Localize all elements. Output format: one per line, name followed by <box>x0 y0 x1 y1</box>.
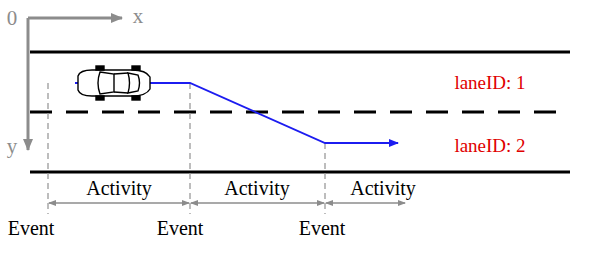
event-line <box>47 83 48 214</box>
road-edge <box>30 171 570 174</box>
activity-label: Activity <box>224 178 290 198</box>
x-axis <box>28 17 122 20</box>
activity-span <box>49 202 189 203</box>
event-label: Event <box>157 218 204 238</box>
event-label: Event <box>8 218 55 238</box>
event-label: Event <box>299 218 346 238</box>
activity-label: Activity <box>86 178 152 198</box>
trajectory <box>75 83 398 143</box>
activity-span <box>326 202 405 203</box>
activity-label: Activity <box>350 178 416 198</box>
event-line <box>324 143 325 214</box>
axis-origin: 0 <box>7 8 18 29</box>
road-edge <box>30 51 570 54</box>
lane-divider <box>30 111 570 114</box>
lane-label: laneID: 2 <box>454 136 525 155</box>
activity-span <box>191 202 324 203</box>
car-icon <box>78 66 150 100</box>
event-line <box>189 83 190 214</box>
axis-label: x <box>133 6 144 27</box>
y-axis <box>27 18 30 150</box>
lane-label: laneID: 1 <box>454 73 525 92</box>
axis-label: y <box>7 136 18 157</box>
